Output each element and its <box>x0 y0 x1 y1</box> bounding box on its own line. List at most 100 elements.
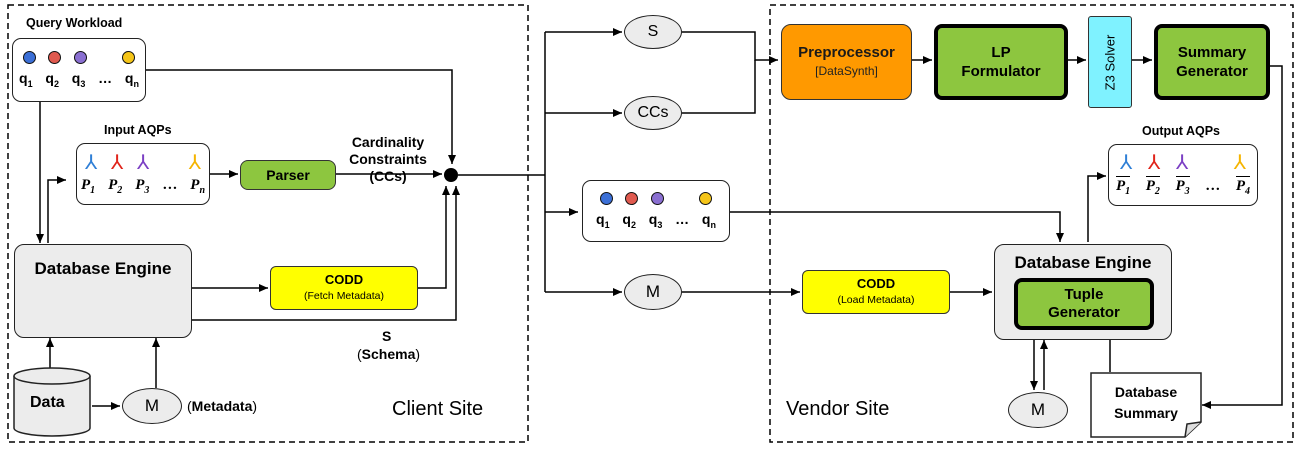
schema-label-s: S <box>382 328 392 344</box>
query-label-ellipsis: … <box>98 70 113 87</box>
output-plan-label-n: P4 <box>1235 176 1250 197</box>
data-label: Data <box>30 394 65 411</box>
plan-label-1: P1 <box>81 176 96 196</box>
document-icon <box>1090 372 1202 438</box>
tuple-generator-line-1: Tuple <box>1064 286 1104 303</box>
parser-box: Parser <box>240 160 336 190</box>
z3-solver-label: Z3 Solver <box>1102 34 1118 90</box>
middle-query-dot-2 <box>625 192 639 206</box>
output-aqps-icons: ⅄ ⅄ ⅄ ⅄ <box>1120 153 1246 173</box>
query-dot-2 <box>48 51 62 65</box>
query-dot-n <box>122 51 135 65</box>
z3-solver-box: Z3 Solver <box>1088 16 1132 108</box>
query-label-n: qn <box>124 70 139 89</box>
query-dot-gap <box>99 51 110 64</box>
middle-query-dots <box>600 192 712 206</box>
client-codd-box: CODD (Fetch Metadata) <box>270 266 418 310</box>
vendor-codd-title: CODD <box>856 276 896 291</box>
edge-engine-to-aqps <box>47 176 66 243</box>
client-site-label: Client Site <box>392 398 484 420</box>
middle-schema-node: S <box>624 15 682 49</box>
edge-workload-to-junction <box>146 69 456 164</box>
lp-formulator-box: LP Formulator <box>934 24 1068 100</box>
schema-label: (Schema) <box>357 346 421 362</box>
output-plan-label-3: P3 <box>1175 176 1190 197</box>
database-summary-label: Database Summary <box>1114 384 1178 421</box>
output-aqps-box: ⅄ ⅄ ⅄ ⅄ P1 P2 P3 … P4 <box>1108 144 1258 206</box>
query-dot-1 <box>23 51 36 65</box>
preprocessor-box: Preprocessor [DataSynth] <box>781 24 912 100</box>
output-plan-icon-n: ⅄ <box>1233 152 1246 174</box>
plan-icon-n: ⅄ <box>188 151 201 174</box>
metadata-label: (Metadata) <box>187 398 258 414</box>
plan-icon-3: ⅄ <box>137 151 150 174</box>
client-db-engine-label: Database Engine <box>34 259 172 278</box>
middle-query-label-2: q2 <box>622 211 636 230</box>
plan-label-3: P3 <box>135 176 150 196</box>
vendor-metadata-node: M <box>1008 392 1068 428</box>
middle-query-label-1: q1 <box>596 211 610 230</box>
database-summary-doc: Database Summary <box>1090 372 1202 438</box>
output-plan-label-1: P1 <box>1116 176 1131 197</box>
cc-label-line-3: (CCs) <box>369 168 407 184</box>
query-dot-3 <box>73 51 87 65</box>
plan-icon-2: ⅄ <box>111 151 124 174</box>
edge-s-to-preprocessor <box>682 31 778 64</box>
middle-query-label-3: q3 <box>648 211 663 230</box>
middle-queries-box: q1 q2 q3 … qn <box>582 180 730 242</box>
summary-generator-line-1: Summary <box>1177 44 1247 61</box>
cc-label-line-2: Constraints <box>349 151 427 167</box>
cc-label: Cardinality Constraints (CCs) <box>336 134 440 185</box>
plan-label-n: Pn <box>190 176 205 196</box>
input-aqps-icons: ⅄ ⅄ ⅄ ⅄ <box>85 153 201 173</box>
vendor-codd-subtitle: (Load Metadata) <box>837 294 915 306</box>
preprocessor-subtitle: [DataSynth] <box>815 64 878 78</box>
vendor-site-label: Vendor Site <box>786 398 890 420</box>
query-label-3: q3 <box>71 70 86 89</box>
output-plan-label-2: P2 <box>1145 176 1160 197</box>
summary-generator-line-2: Generator <box>1176 63 1248 80</box>
tuple-generator-line-2: Generator <box>1048 304 1120 321</box>
output-plan-icon-1: ⅄ <box>1120 152 1133 174</box>
client-codd-title: CODD <box>324 272 364 287</box>
query-label-1: q1 <box>19 70 33 89</box>
client-site-region <box>7 4 529 443</box>
database-icon <box>13 367 91 437</box>
output-plan-icon-2: ⅄ <box>1148 152 1161 174</box>
middle-ccs-node: CCs <box>624 96 682 130</box>
vendor-db-engine-label: Database Engine <box>1014 253 1152 272</box>
client-db-engine: Database Engine <box>14 244 192 338</box>
query-workload-labels: q1 q2 q3 … qn <box>19 70 139 89</box>
junction-dot <box>444 168 458 182</box>
lp-formulator-line-1: LP <box>991 44 1011 61</box>
plan-label-2: P2 <box>108 176 123 196</box>
middle-query-label-n: qn <box>701 211 716 230</box>
tuple-generator-box: Tuple Generator <box>1014 278 1154 330</box>
output-aqps-labels: P1 P2 P3 … P4 <box>1116 176 1250 197</box>
summary-generator-box: Summary Generator <box>1154 24 1270 100</box>
cc-label-line-1: Cardinality <box>351 134 425 150</box>
client-metadata-node: M <box>122 388 182 424</box>
middle-query-dot-n <box>699 192 712 206</box>
client-codd-subtitle: (Fetch Metadata) <box>304 290 384 302</box>
lp-formulator-line-2: Formulator <box>961 63 1041 80</box>
input-aqps-title: Input AQPs <box>104 123 172 137</box>
vendor-codd-box: CODD (Load Metadata) <box>802 270 950 314</box>
output-aqps-title: Output AQPs <box>1142 124 1221 138</box>
middle-query-dot-3 <box>650 192 664 206</box>
query-workload-box: q1 q2 q3 … qn <box>12 38 146 102</box>
preprocessor-title: Preprocessor <box>798 44 895 61</box>
query-workload-title: Query Workload <box>26 16 123 30</box>
output-plan-label-ellipsis: … <box>1205 178 1221 194</box>
edge-summary-to-dbsummary <box>1202 65 1283 409</box>
query-label-2: q2 <box>45 70 59 89</box>
middle-query-label-ellipsis: … <box>675 211 690 228</box>
data-cylinder: Data <box>12 366 92 438</box>
edge-engine-to-output <box>1087 172 1106 242</box>
middle-metadata-node: M <box>624 274 682 310</box>
input-aqps-box: ⅄ ⅄ ⅄ ⅄ P1 P2 P3 … Pn <box>76 143 210 205</box>
input-aqps-labels: P1 P2 P3 … Pn <box>81 177 205 196</box>
edge-schema-to-junction <box>192 186 460 321</box>
output-plan-icon-3: ⅄ <box>1176 152 1189 174</box>
